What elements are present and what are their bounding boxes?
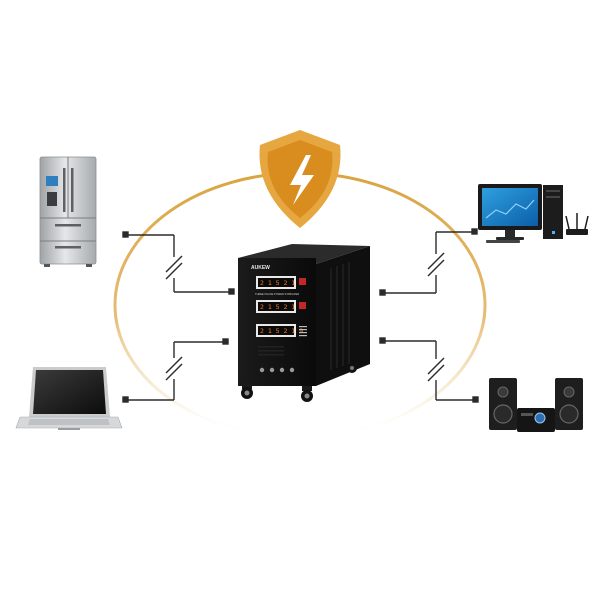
refrigerator-icon <box>39 156 97 267</box>
shield-lightning-icon <box>259 130 341 228</box>
wire-refrigerator <box>122 231 235 295</box>
phase-1-display: 2 1 5 2 1 9 <box>260 279 303 287</box>
caster-wheels <box>241 363 357 402</box>
phase-3-display: 2 1 5 2 1 9 <box>260 327 303 335</box>
stabilizer-brand: AUKEW <box>251 265 270 271</box>
laptop-icon <box>15 367 123 430</box>
wire-desktop <box>379 228 478 296</box>
stabilizer-model-label: THREE PHASE POWER STABILIZER <box>255 292 299 296</box>
phase-2-display: 2 1 5 2 1 9 <box>260 303 303 311</box>
desktop-computer-icon <box>478 184 563 243</box>
speaker-system-icon <box>489 378 583 432</box>
wire-laptop <box>122 338 229 403</box>
three-phase-voltage-stabilizer: AUKEW 2 1 5 2 1 9 THREE PHASE POWER STAB… <box>238 244 370 402</box>
router-icon <box>565 213 589 235</box>
wire-speakers <box>379 337 479 403</box>
